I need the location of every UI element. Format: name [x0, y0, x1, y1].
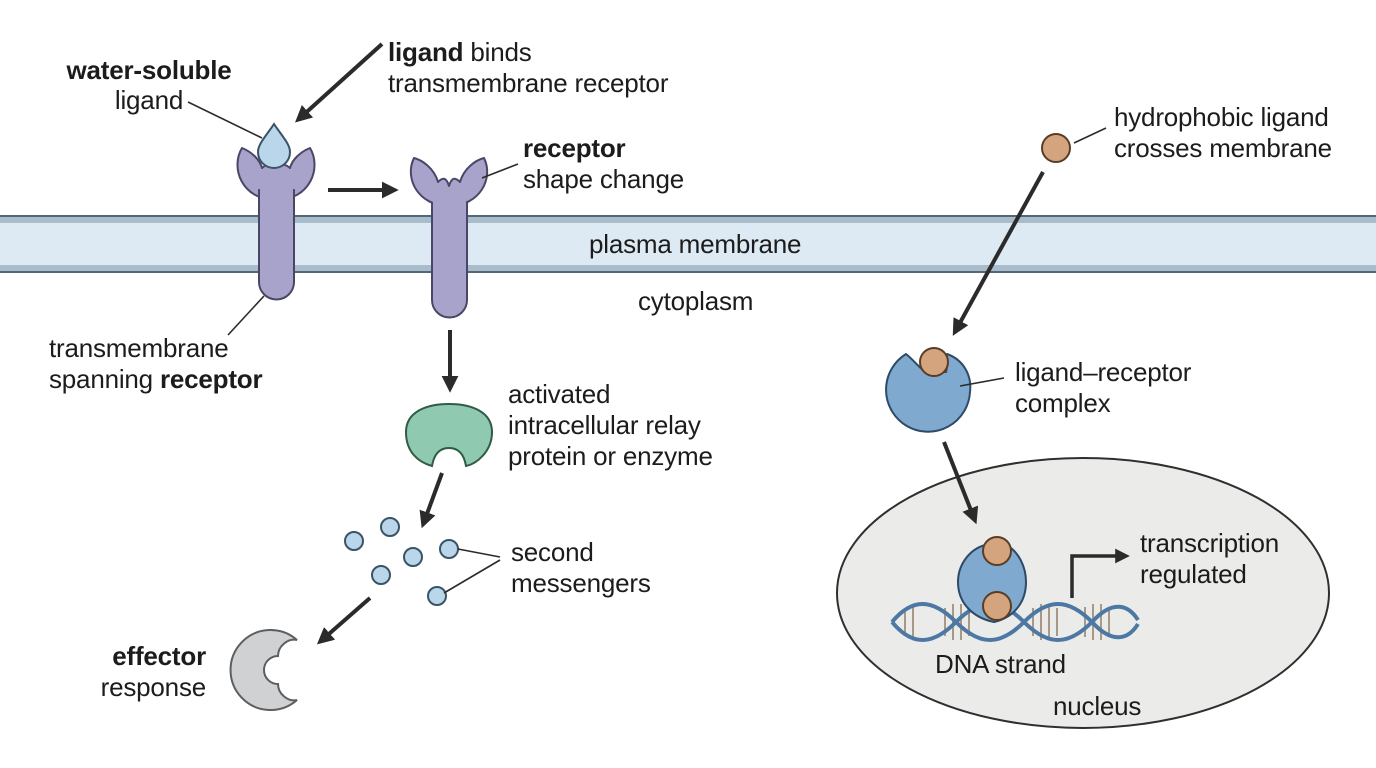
- ligand-binds-text2: transmembrane receptor: [388, 68, 669, 98]
- cytoplasm-label: cytoplasm: [638, 286, 754, 316]
- complex-line1: ligand–receptor: [1015, 357, 1192, 387]
- effector-protein: [229, 629, 298, 711]
- relay-label: activated intracellular relay protein or…: [508, 379, 713, 472]
- relay-line3: protein or enzyme: [508, 441, 713, 471]
- effector-bold: effector: [112, 641, 206, 671]
- plasma-membrane: [0, 215, 1376, 273]
- effector-label: effector response: [60, 641, 207, 703]
- water-soluble-ligand: [256, 122, 292, 169]
- receptor-shape-text: shape change: [523, 164, 684, 194]
- ligand-receptor-complex: [885, 347, 972, 433]
- second-messengers-line1: second: [511, 537, 594, 567]
- receptor-shape-bold: receptor: [523, 133, 626, 163]
- relay-line1: activated: [508, 379, 611, 409]
- effector-text: response: [100, 672, 207, 702]
- hydrophobic-line1: hydrophobic ligand: [1114, 102, 1329, 132]
- hydrophobic-label: hydrophobic ligand crosses membrane: [1114, 102, 1332, 164]
- transmembrane-label: transmembrane spanning receptor: [49, 333, 263, 395]
- transcription-line2: regulated: [1140, 559, 1247, 589]
- dna-label: DNA strand: [935, 649, 1066, 679]
- transmembrane-text: spanning: [49, 364, 160, 394]
- nucleus-label: nucleus: [1053, 691, 1142, 721]
- second-messengers-line2: messengers: [511, 568, 651, 598]
- complex-label: ligand–receptor complex: [1015, 357, 1191, 419]
- ligand-binds-label: ligand binds transmembrane receptor: [388, 37, 668, 99]
- transcription-arrow: [1070, 548, 1130, 598]
- second-messengers: [344, 517, 459, 606]
- transmembrane-line1: transmembrane: [49, 333, 229, 363]
- water-soluble-bold: water-soluble: [66, 55, 232, 85]
- relay-protein: [404, 402, 494, 468]
- changed-receptor: [409, 157, 489, 319]
- complex-on-dna: [956, 536, 1028, 624]
- transmembrane-receptor: [236, 147, 316, 301]
- water-soluble-ligand-label: water-soluble ligand: [60, 55, 238, 116]
- membrane-label: plasma membrane: [589, 229, 802, 259]
- second-messengers-label: second messengers: [511, 537, 651, 599]
- flow-arrows: [295, 42, 1045, 645]
- hydrophobic-line2: crosses membrane: [1114, 133, 1332, 163]
- transcription-label: transcription regulated: [1140, 528, 1279, 590]
- ligand-binds-text1: binds: [463, 37, 532, 67]
- relay-line2: intracellular relay: [508, 410, 701, 440]
- ligand-binds-bold: ligand: [388, 37, 464, 67]
- complex-line2: complex: [1015, 388, 1111, 418]
- water-soluble-text: ligand: [114, 85, 184, 115]
- transcription-line1: transcription: [1140, 528, 1280, 558]
- receptor-shape-label: receptor shape change: [523, 133, 684, 195]
- transmembrane-bold: receptor: [159, 364, 263, 394]
- nucleus: [836, 457, 1330, 729]
- leader-lines: [187, 101, 1107, 594]
- hydrophobic-ligand: [1041, 133, 1071, 163]
- dna-strand: [890, 602, 1140, 642]
